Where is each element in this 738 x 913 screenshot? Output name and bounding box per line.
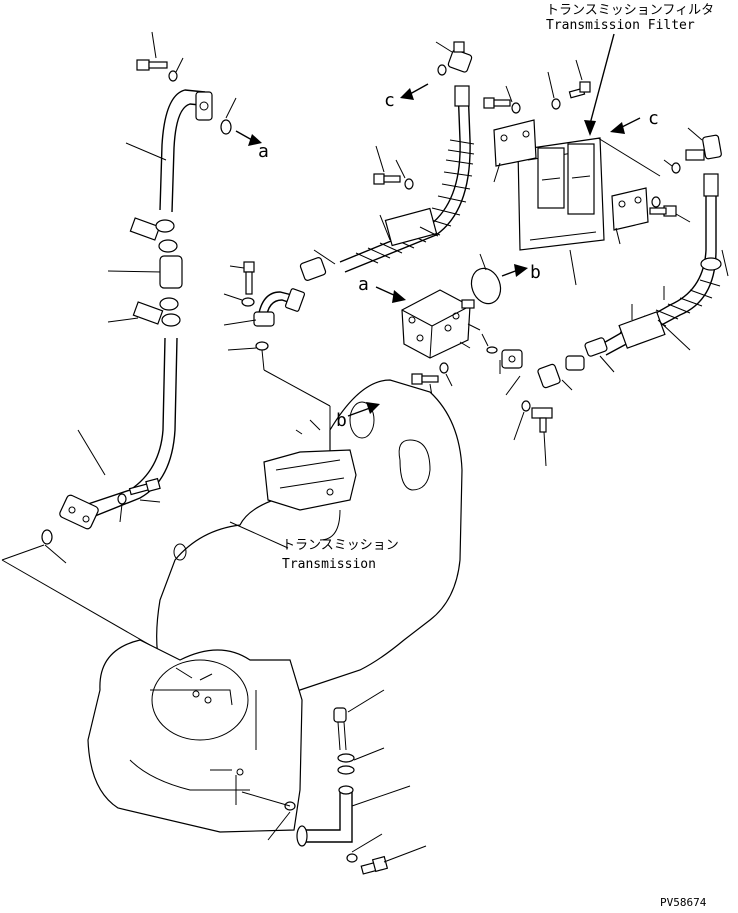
o-ring-large [470,267,502,305]
callout-c-right: c [648,108,659,129]
callout-b-mid: b [336,410,347,431]
transmission-label-jp: トランスミッション [282,538,399,553]
valve-block: a b [358,253,541,397]
top-left-tube-assembly: a [41,31,269,564]
hose-short [159,255,183,289]
pipe-upper [159,89,206,213]
hose-assembly-upper: c [299,41,475,281]
callout-a-top: a [258,141,269,162]
filter-label-jp: トランスミッションフィルタ [546,3,714,18]
callout-c-left: c [384,90,395,111]
filler-tube-assembly [241,689,427,875]
callout-b-right: b [530,262,541,283]
transmission-label-en: Transmission [282,557,376,572]
o-ring [220,119,232,135]
drawing-number: PV58674 [660,896,707,909]
washer [168,70,178,82]
callout-a-mid: a [358,274,369,295]
hose-assembly-right [499,127,729,467]
transmission-body: b トランスミッション Transmission [1,379,463,833]
elbow-fitting-assembly [223,261,331,488]
filter-label-en: Transmission Filter [546,18,695,33]
bolt-top-left [136,31,168,71]
transmission-filter: トランスミッションフィルタ Transmission Filter [483,3,714,286]
